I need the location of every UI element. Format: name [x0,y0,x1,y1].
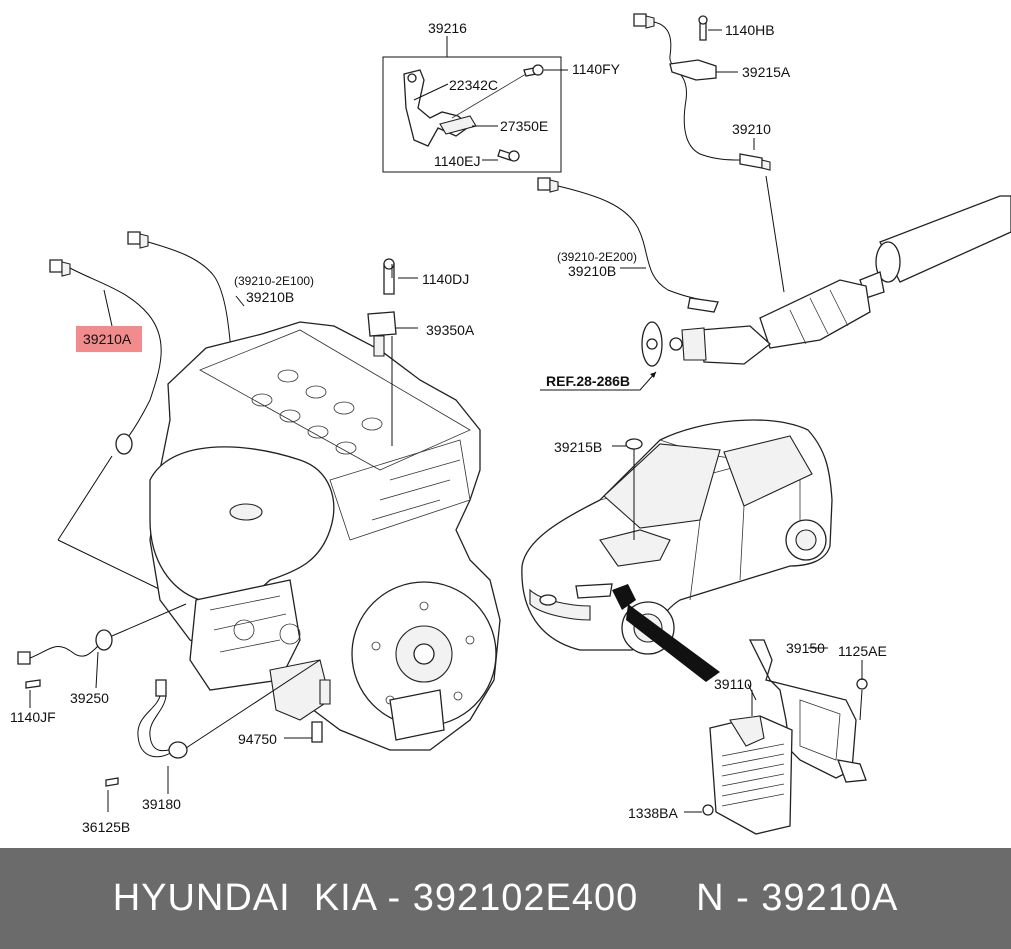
knock-sensor-39250 [17,603,187,708]
label-39350a: 39350A [426,322,475,338]
label-1140jf: 1140JF [10,709,56,725]
label-39210-2e100: (39210-2E100) [234,274,314,288]
highlight-39210a [76,326,142,352]
sensor-94750 [284,679,331,743]
oxygen-sensor-39210a-group [49,259,187,603]
label-39210b-front: 39210B [246,289,294,305]
label-22342c: 22342C [449,77,498,93]
label-1140ej: 1140EJ [434,153,480,169]
bracket-inset-box [382,56,562,173]
label-39150: 39150 [786,640,825,656]
label-39250: 39250 [70,690,109,706]
label-1338ba: 1338BA [628,805,678,821]
label-1125ae: 1125AE [838,643,887,659]
crank-sensor-39180 [105,659,321,812]
engine-block [149,321,501,751]
label-39210b-rear: 39210B [568,263,616,279]
car-illustration [521,419,833,682]
label-ref28286b: REF.28-286B [546,373,630,389]
footer-part-text: HYUNDAI KIA - 392102E400 N - 39210A [112,877,899,919]
part-labels: 39216 1140FY 22342C 27350E 1140EJ 1140HB… [10,20,887,835]
label-39215a: 39215A [742,64,791,80]
parts-diagram: 39216 1140FY 22342C 27350E 1140EJ 1140HB… [10,13,1011,835]
label-1140dj: 1140DJ [422,271,469,287]
label-36125b: 36125B [82,819,130,835]
part-number-footer: HYUNDAI KIA - 392102E400 N - 39210A [0,848,1011,949]
label-1140fy: 1140FY [572,61,621,77]
bracket-inset-group [382,36,568,173]
label-39180: 39180 [142,796,181,812]
label-39210a: 39210A [83,331,132,347]
label-39210: 39210 [732,121,771,137]
label-39110: 39110 [714,676,752,692]
exhaust-catalyst-group [537,177,1011,391]
label-39210-2e200: (39210-2E200) [557,250,637,264]
label-27350e: 27350E [500,118,548,134]
catalytic-converter-part [759,279,871,349]
label-1140hb: 1140HB [725,22,775,38]
label-39215b: 39215B [554,439,602,455]
ecu-assembly [684,639,868,835]
rear-oxygen-sensor-group [633,13,785,293]
label-39216: 39216 [428,20,467,36]
label-94750: 94750 [238,731,277,747]
